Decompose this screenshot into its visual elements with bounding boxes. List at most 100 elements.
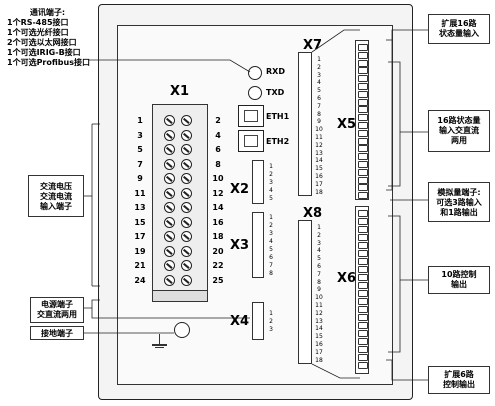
- x1-terminal-number-right: 10: [212, 174, 224, 183]
- pin-number: 8: [317, 278, 321, 286]
- x1-terminal-number-left: 19: [134, 246, 146, 256]
- pin-number: 2: [317, 63, 321, 71]
- eth1-label: ETH1: [266, 112, 290, 121]
- pin-number: 5: [317, 87, 321, 95]
- x1-terminal-number-right: 6: [215, 145, 221, 154]
- x1-terminal-number-left: 7: [137, 159, 143, 169]
- eth1-port-icon: [238, 105, 264, 127]
- pin-number: 6: [317, 95, 321, 102]
- terminal-screw-icon: [164, 202, 175, 213]
- pin-number: 10: [315, 294, 323, 302]
- pin-number: 9: [317, 286, 321, 294]
- pin-number: 7: [317, 270, 321, 278]
- terminal-screw-icon: [358, 137, 368, 145]
- pin-number: 18: [315, 356, 323, 364]
- pin-number: 15: [315, 165, 323, 173]
- callout-analog: 模拟量端子: 可选3路输入 和1路输出: [428, 182, 490, 222]
- pin-number: 3: [269, 326, 273, 333]
- terminal-screw-icon: [181, 158, 192, 170]
- terminal-screw-icon: [358, 67, 368, 75]
- x4-terminal-strip: [252, 302, 264, 340]
- pin-number: 16: [315, 341, 323, 348]
- pin-number: 14: [315, 157, 323, 165]
- x1-terminal-number-right: 14: [212, 203, 224, 212]
- terminal-screw-icon: [164, 158, 175, 170]
- x8-terminal-strip: [298, 220, 312, 364]
- terminal-screw-icon: [181, 274, 192, 286]
- txd-label: TXD: [266, 88, 285, 97]
- terminal-screw-icon: [164, 129, 175, 141]
- terminal-screw-icon: [358, 106, 368, 114]
- pin-number: 1: [269, 163, 273, 170]
- txd-port-icon: [248, 86, 262, 100]
- x1-terminal-number-left: 11: [134, 188, 146, 198]
- pin-number: 11: [315, 134, 323, 141]
- pin-number: 1: [317, 224, 321, 231]
- pin-number: 10: [315, 126, 323, 134]
- terminal-screw-icon: [358, 59, 368, 67]
- pin-number: 16: [315, 173, 323, 180]
- rxd-label: RXD: [266, 67, 285, 76]
- pin-number: 18: [315, 188, 323, 196]
- x1-terminal-number-left: 24: [134, 275, 146, 285]
- terminal-screw-icon: [164, 144, 175, 155]
- x1-terminal-number-right: 4: [215, 130, 221, 140]
- pin-number: 17: [315, 348, 323, 356]
- pin-number: 6: [317, 263, 321, 270]
- terminal-screw-icon: [181, 144, 192, 155]
- pin-number: 2: [269, 222, 273, 229]
- x7-label: X7: [303, 38, 323, 53]
- pin-number: 1: [269, 310, 273, 317]
- pin-number: 4: [317, 79, 321, 87]
- x1-terminal-block: [152, 104, 208, 292]
- callout-power: 电源端子 交直流两用: [30, 297, 84, 323]
- pin-number: 8: [269, 270, 273, 277]
- pin-number: 2: [317, 231, 321, 239]
- x1-terminal-number-right: 2: [215, 116, 221, 125]
- eth2-label: ETH2: [266, 137, 290, 146]
- pin-number: 13: [315, 317, 323, 325]
- eth2-port-icon: [238, 130, 264, 152]
- terminal-screw-icon: [358, 234, 368, 241]
- x1-terminal-number-right: 12: [212, 188, 224, 198]
- terminal-screw-icon: [358, 122, 368, 129]
- pin-number: 12: [315, 309, 323, 317]
- x1-terminal-number-left: 15: [134, 217, 146, 227]
- x1-terminal-number-right: 22: [212, 261, 224, 270]
- terminal-screw-icon: [181, 260, 192, 271]
- ground-screw-icon: [174, 322, 190, 338]
- callout-ext6: 扩展6路 控制输出: [428, 366, 490, 394]
- terminal-screw-icon: [358, 274, 368, 281]
- terminal-screw-icon: [358, 242, 368, 249]
- terminal-screw-icon: [358, 354, 368, 361]
- rxd-port-icon: [248, 66, 262, 80]
- terminal-screw-icon: [164, 216, 175, 228]
- terminal-screw-icon: [358, 129, 368, 137]
- pin-number: 13: [315, 149, 323, 157]
- x1-terminal-number-right: 20: [212, 246, 224, 256]
- terminal-screw-icon: [164, 115, 175, 126]
- pin-number: 5: [317, 255, 321, 263]
- pin-number: 4: [317, 247, 321, 255]
- terminal-screw-icon: [358, 192, 368, 200]
- pin-number: 3: [269, 179, 273, 186]
- terminal-screw-icon: [358, 282, 368, 289]
- terminal-screw-icon: [358, 161, 368, 168]
- terminal-screw-icon: [358, 145, 368, 153]
- x1-terminal-number-left: 17: [134, 232, 146, 241]
- pin-number: 1: [269, 214, 273, 221]
- terminal-screw-icon: [164, 260, 175, 271]
- pin-number: 1: [317, 56, 321, 63]
- pin-number: 4: [269, 238, 273, 245]
- terminal-screw-icon: [358, 114, 368, 122]
- callout-ground: 接地端子: [30, 326, 84, 340]
- x1-terminal-number-right: 25: [212, 275, 224, 285]
- terminal-screw-icon: [358, 314, 368, 321]
- terminal-screw-icon: [164, 231, 175, 242]
- x7-terminal-strip: [298, 52, 312, 196]
- callout-di16: 16路状态量 输入交直流 两用: [428, 110, 490, 152]
- callout-ext16: 扩展16路 状态量输入: [428, 14, 490, 44]
- terminal-screw-icon: [358, 338, 368, 345]
- terminal-screw-icon: [358, 266, 368, 273]
